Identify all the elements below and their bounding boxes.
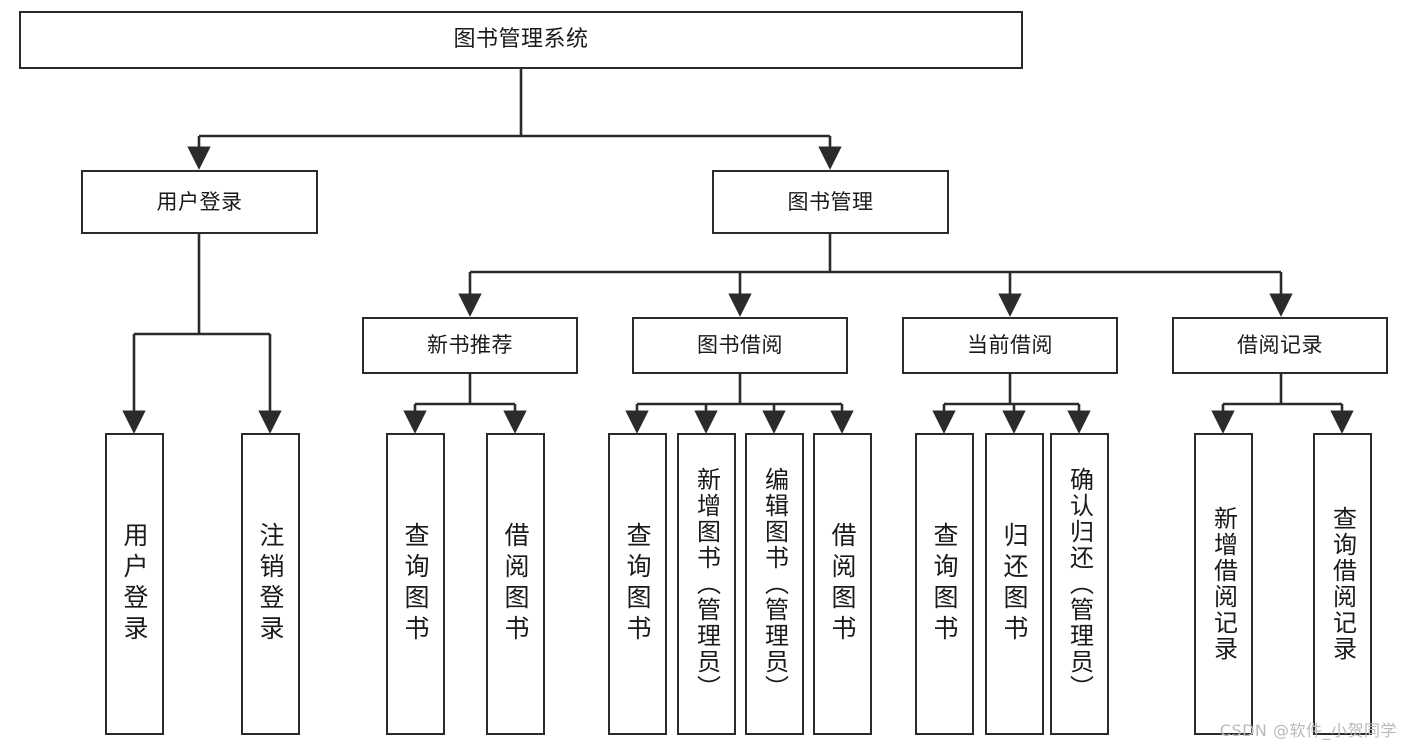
node-borrow-record[interactable]: 借阅记录 — [1172, 317, 1388, 374]
node-current-borrow-label: 当前借阅 — [967, 333, 1053, 357]
leaf-logout[interactable]: 注销登录 — [241, 433, 300, 735]
leaf-user-login-label: 用户登录 — [120, 522, 149, 646]
leaf-query-book-3-label: 查询图书 — [930, 522, 959, 646]
leaf-add-record[interactable]: 新增借阅记录 — [1194, 433, 1253, 735]
node-new-book-recommend-label: 新书推荐 — [427, 333, 513, 357]
leaf-borrow-book-2-label: 借阅图书 — [828, 522, 857, 646]
leaf-query-book-2-label: 查询图书 — [623, 522, 652, 646]
leaf-query-record-label: 查询借阅记录 — [1328, 506, 1357, 662]
leaf-borrow-book-2[interactable]: 借阅图书 — [813, 433, 872, 735]
node-borrow-record-label: 借阅记录 — [1237, 333, 1323, 357]
leaf-add-book-label: 新增图书（管理员） — [692, 467, 721, 701]
node-book-borrow[interactable]: 图书借阅 — [632, 317, 848, 374]
leaf-add-book[interactable]: 新增图书（管理员） — [677, 433, 736, 735]
leaf-edit-book[interactable]: 编辑图书（管理员） — [745, 433, 804, 735]
leaf-return-book-label: 归还图书 — [1000, 522, 1029, 646]
node-root[interactable]: 图书管理系统 — [19, 11, 1023, 69]
leaf-query-book-1[interactable]: 查询图书 — [386, 433, 445, 735]
node-book-manage-label: 图书管理 — [787, 189, 874, 214]
leaf-confirm-return[interactable]: 确认归还（管理员） — [1050, 433, 1109, 735]
leaf-add-record-label: 新增借阅记录 — [1209, 506, 1238, 662]
leaf-query-book-2[interactable]: 查询图书 — [608, 433, 667, 735]
leaf-logout-label: 注销登录 — [256, 522, 285, 646]
node-book-borrow-label: 图书借阅 — [697, 333, 783, 357]
node-book-manage[interactable]: 图书管理 — [712, 170, 949, 234]
leaf-edit-book-label: 编辑图书（管理员） — [760, 467, 789, 701]
leaf-borrow-book-1-label: 借阅图书 — [501, 522, 530, 646]
node-user-login-label: 用户登录 — [156, 189, 243, 214]
leaf-query-record[interactable]: 查询借阅记录 — [1313, 433, 1372, 735]
leaf-confirm-return-label: 确认归还（管理员） — [1065, 467, 1094, 701]
watermark: CSDN @软件_小贺同学 — [1219, 721, 1397, 740]
node-current-borrow[interactable]: 当前借阅 — [902, 317, 1118, 374]
node-new-book-recommend[interactable]: 新书推荐 — [362, 317, 578, 374]
leaf-borrow-book-1[interactable]: 借阅图书 — [486, 433, 545, 735]
leaf-user-login[interactable]: 用户登录 — [105, 433, 164, 735]
node-user-login[interactable]: 用户登录 — [81, 170, 318, 234]
node-root-label: 图书管理系统 — [453, 27, 589, 52]
leaf-query-book-3[interactable]: 查询图书 — [915, 433, 974, 735]
leaf-query-book-1-label: 查询图书 — [401, 522, 430, 646]
leaf-return-book[interactable]: 归还图书 — [985, 433, 1044, 735]
